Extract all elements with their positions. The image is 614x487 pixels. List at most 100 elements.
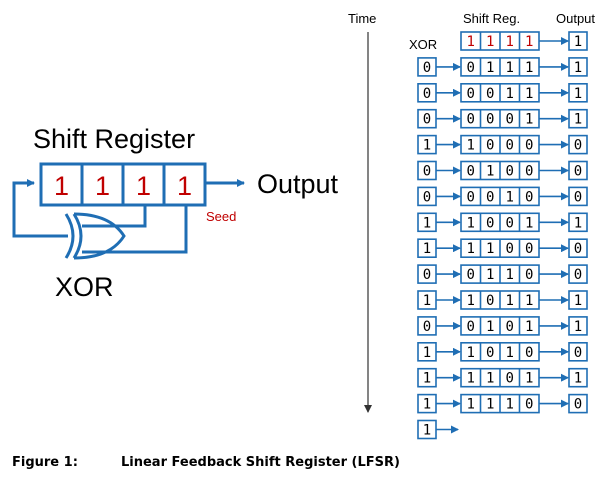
state-bit: 1 xyxy=(506,345,514,361)
register-bit: 1 xyxy=(136,171,151,201)
output-box xyxy=(568,134,588,155)
xor-bit: 0 xyxy=(423,267,431,283)
output-label: Output xyxy=(257,169,339,199)
state-bit: 1 xyxy=(467,293,475,309)
xor-bit: 1 xyxy=(423,138,431,154)
state-bit: 0 xyxy=(486,86,494,102)
state-bit: 1 xyxy=(486,371,494,387)
table-row-final: 1 xyxy=(417,419,459,440)
output-box xyxy=(568,367,588,388)
state-bit: 0 xyxy=(486,345,494,361)
xor-cell: 0 xyxy=(417,316,437,336)
output-cell: 1 xyxy=(568,290,588,310)
state-bit: 0 xyxy=(467,164,475,180)
state-bit: 0 xyxy=(486,215,494,231)
output-cell: 1 xyxy=(568,316,588,336)
figure-caption: Figure 1: Linear Feedback Shift Register… xyxy=(12,455,602,475)
state-bit: 1 xyxy=(486,164,494,180)
state-bit: 0 xyxy=(525,267,533,283)
state-bit: 0 xyxy=(467,112,475,128)
xor-bit: 0 xyxy=(423,60,431,76)
state-bit: 1 xyxy=(486,60,494,76)
time-label: Time xyxy=(348,11,376,26)
output-cell: 0 xyxy=(568,393,588,414)
state-bit: 1 xyxy=(506,34,514,50)
output-bit: 0 xyxy=(574,345,582,361)
xor-cell: 1 xyxy=(417,290,437,310)
output-bit: 0 xyxy=(574,189,582,205)
state-bit: 1 xyxy=(467,241,475,257)
register-bit: 1 xyxy=(95,171,110,201)
state-bit: 1 xyxy=(467,371,475,387)
output-cell: 1 xyxy=(568,212,588,233)
state-bit: 1 xyxy=(486,397,494,413)
output-box xyxy=(568,212,588,233)
state-bit: 1 xyxy=(467,138,475,154)
state-bit: 1 xyxy=(486,34,494,50)
state-bit: 0 xyxy=(467,267,475,283)
state-bit: 1 xyxy=(506,60,514,76)
xor-bit: 1 xyxy=(423,241,431,257)
xor-label: XOR xyxy=(55,272,114,302)
output-box xyxy=(568,83,588,103)
output-cell: 1 xyxy=(568,31,588,51)
state-bit: 0 xyxy=(467,60,475,76)
state-bit: 0 xyxy=(486,112,494,128)
shift-reg-header: Shift Reg. xyxy=(463,11,520,26)
xor-cell: 0 xyxy=(417,264,437,284)
state-bit: 0 xyxy=(467,189,475,205)
feedback-wires xyxy=(12,179,188,254)
state-bit: 1 xyxy=(506,189,514,205)
state-bit: 0 xyxy=(525,164,533,180)
state-bit: 1 xyxy=(486,241,494,257)
output-bit: 0 xyxy=(574,164,582,180)
state-bit: 0 xyxy=(506,371,514,387)
state-bit: 1 xyxy=(525,34,533,50)
state-bit: 0 xyxy=(486,189,494,205)
output-cell: 1 xyxy=(568,367,588,388)
xor-bit: 0 xyxy=(423,112,431,128)
output-bit: 1 xyxy=(574,293,582,309)
diagram-title: Shift Register xyxy=(33,124,195,154)
state-bit: 1 xyxy=(486,319,494,335)
state-bit: 0 xyxy=(506,215,514,231)
state-bit: 0 xyxy=(486,293,494,309)
xor-cell: 1 xyxy=(417,134,437,155)
state-bit: 1 xyxy=(506,293,514,309)
output-box xyxy=(568,238,588,258)
state-bit: 1 xyxy=(525,293,533,309)
register-bit: 1 xyxy=(54,171,69,201)
xor-bit: 0 xyxy=(423,319,431,335)
state-bit: 1 xyxy=(506,86,514,102)
caption-label: Figure 1: xyxy=(12,455,78,470)
output-cell: 0 xyxy=(568,160,588,181)
state-bit: 0 xyxy=(525,397,533,413)
state-bit: 1 xyxy=(486,267,494,283)
output-box xyxy=(568,264,588,284)
output-bit: 1 xyxy=(574,60,582,76)
caption-text: Linear Feedback Shift Register (LFSR) xyxy=(121,455,400,470)
xor-cell: 1 xyxy=(417,212,437,233)
output-cell: 1 xyxy=(568,108,588,129)
state-bit: 1 xyxy=(525,215,533,231)
